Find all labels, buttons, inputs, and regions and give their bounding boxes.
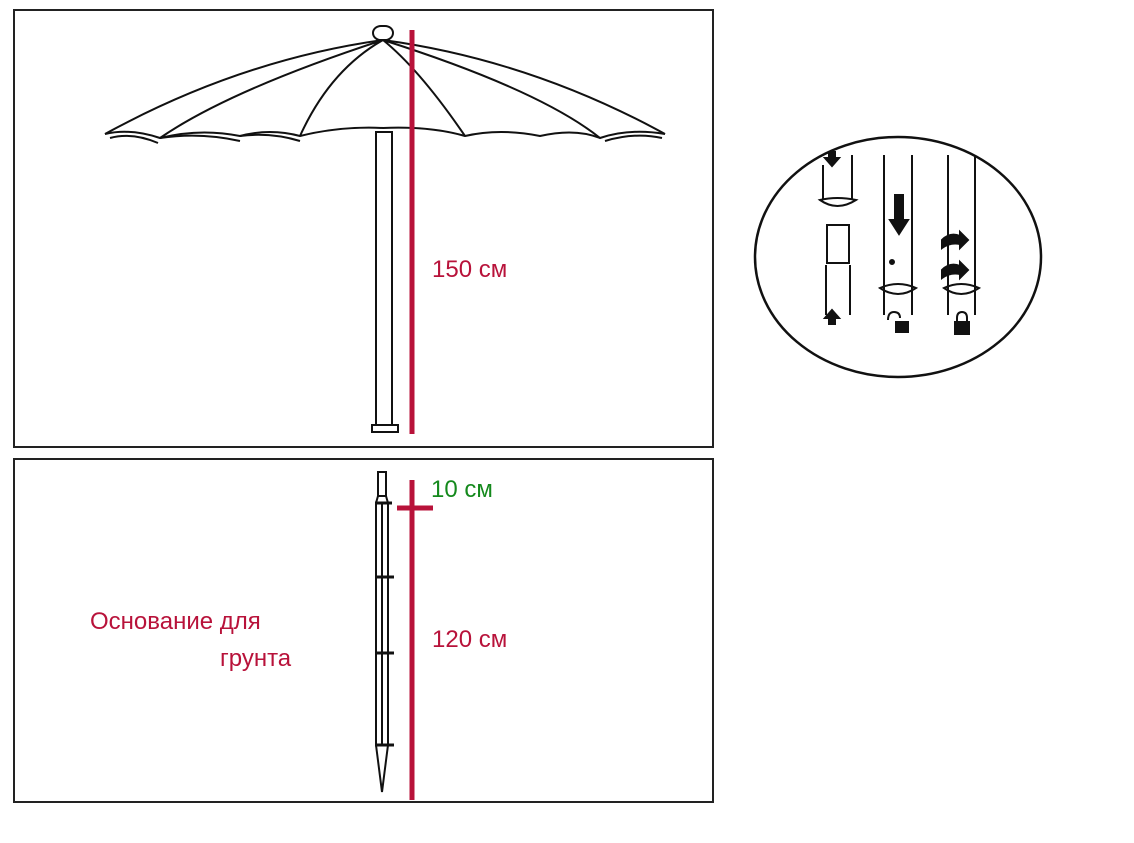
stake-length-label: 120 см xyxy=(432,626,508,653)
arrow-up-icon xyxy=(822,308,842,325)
umbrella-height-label: 150 см xyxy=(432,256,508,283)
stake-panel xyxy=(13,458,714,803)
umbrella-drawing xyxy=(104,25,666,433)
stake-title-line1: Основание для xyxy=(90,608,261,635)
stake-top-length-label: 10 см xyxy=(431,476,493,503)
ground-stake-drawing xyxy=(375,471,394,793)
umbrella-panel xyxy=(13,9,714,448)
arrow-down-icon xyxy=(822,151,842,168)
stake-title-line2: грунта xyxy=(220,645,292,672)
lock-icon xyxy=(956,310,968,322)
assembly-detail xyxy=(753,135,1043,379)
rotate-arrow-icon xyxy=(941,229,970,281)
